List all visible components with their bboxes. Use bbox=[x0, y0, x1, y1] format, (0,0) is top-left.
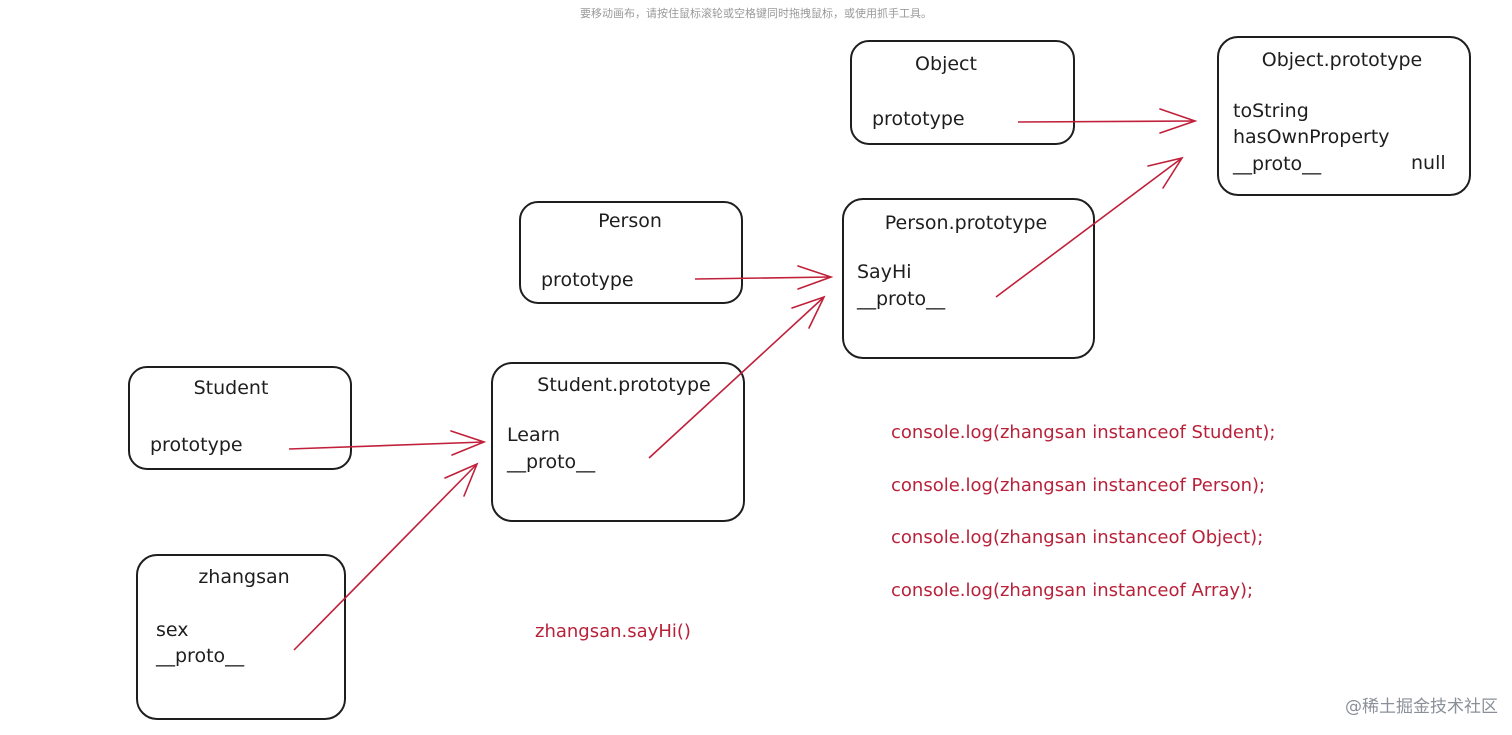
sex-field: sex bbox=[156, 619, 189, 641]
student-box[interactable]: Student prototype bbox=[128, 366, 352, 470]
object-title: Object bbox=[915, 53, 977, 75]
person-prototype-proto-field: __proto__ bbox=[856, 288, 946, 310]
learn-field: Learn bbox=[507, 424, 560, 446]
arrow-person-prototype-proto-to-object-prototype[interactable] bbox=[995, 156, 1184, 298]
student-prototype-proto-field: __proto__ bbox=[506, 451, 596, 473]
object-prototype-box[interactable]: Object.prototype toString hasOwnProperty… bbox=[1217, 36, 1471, 196]
person-title: Person bbox=[598, 210, 662, 232]
zhangsan-box[interactable]: zhangsan sex __proto__ bbox=[136, 554, 346, 720]
person-prototype-title: Person.prototype bbox=[885, 212, 1047, 234]
object-prototype-field: prototype bbox=[872, 108, 965, 130]
zhangsan-title: zhangsan bbox=[198, 566, 289, 588]
object-box[interactable]: Object prototype bbox=[850, 40, 1075, 145]
null-label: null bbox=[1411, 152, 1446, 174]
person-prototype-field: prototype bbox=[541, 269, 634, 291]
sayhi-call: zhangsan.sayHi() bbox=[535, 621, 691, 642]
arrow-student-to-student-prototype[interactable] bbox=[288, 430, 487, 456]
student-title: Student bbox=[194, 377, 269, 399]
canvas-hint: 要移动画布，请按住鼠标滚轮或空格键同时拖拽鼠标，或使用抓手工具。 bbox=[580, 7, 932, 20]
person-box[interactable]: Person prototype bbox=[519, 201, 743, 304]
sayhi-field: SayHi bbox=[857, 261, 912, 283]
zhangsan-proto-field: __proto__ bbox=[155, 645, 245, 667]
console-line-student: console.log(zhangsan instanceof Student)… bbox=[891, 422, 1276, 443]
arrow-person-to-person-prototype[interactable] bbox=[694, 265, 834, 290]
person-prototype-box[interactable]: Person.prototype SayHi __proto__ bbox=[842, 198, 1095, 359]
object-prototype-proto-field: __proto__ bbox=[1232, 153, 1322, 175]
hasownproperty-field: hasOwnProperty bbox=[1233, 126, 1390, 148]
console-line-person: console.log(zhangsan instanceof Person); bbox=[891, 475, 1265, 496]
arrow-student-prototype-proto-to-person-prototype[interactable] bbox=[648, 295, 826, 459]
console-line-object: console.log(zhangsan instanceof Object); bbox=[891, 527, 1263, 548]
student-prototype-title: Student.prototype bbox=[537, 374, 710, 396]
arrow-object-to-object-prototype[interactable] bbox=[1017, 108, 1198, 134]
object-prototype-title: Object.prototype bbox=[1262, 49, 1423, 71]
tostring-field: toString bbox=[1233, 100, 1309, 122]
student-prototype-box[interactable]: Student.prototype Learn __proto__ bbox=[491, 362, 745, 522]
student-prototype-field: prototype bbox=[150, 434, 243, 456]
arrow-zhangsan-proto-to-student-prototype[interactable] bbox=[293, 462, 479, 651]
watermark: @稀土掘金技术社区 bbox=[1345, 697, 1498, 717]
console-line-array: console.log(zhangsan instanceof Array); bbox=[891, 580, 1253, 601]
